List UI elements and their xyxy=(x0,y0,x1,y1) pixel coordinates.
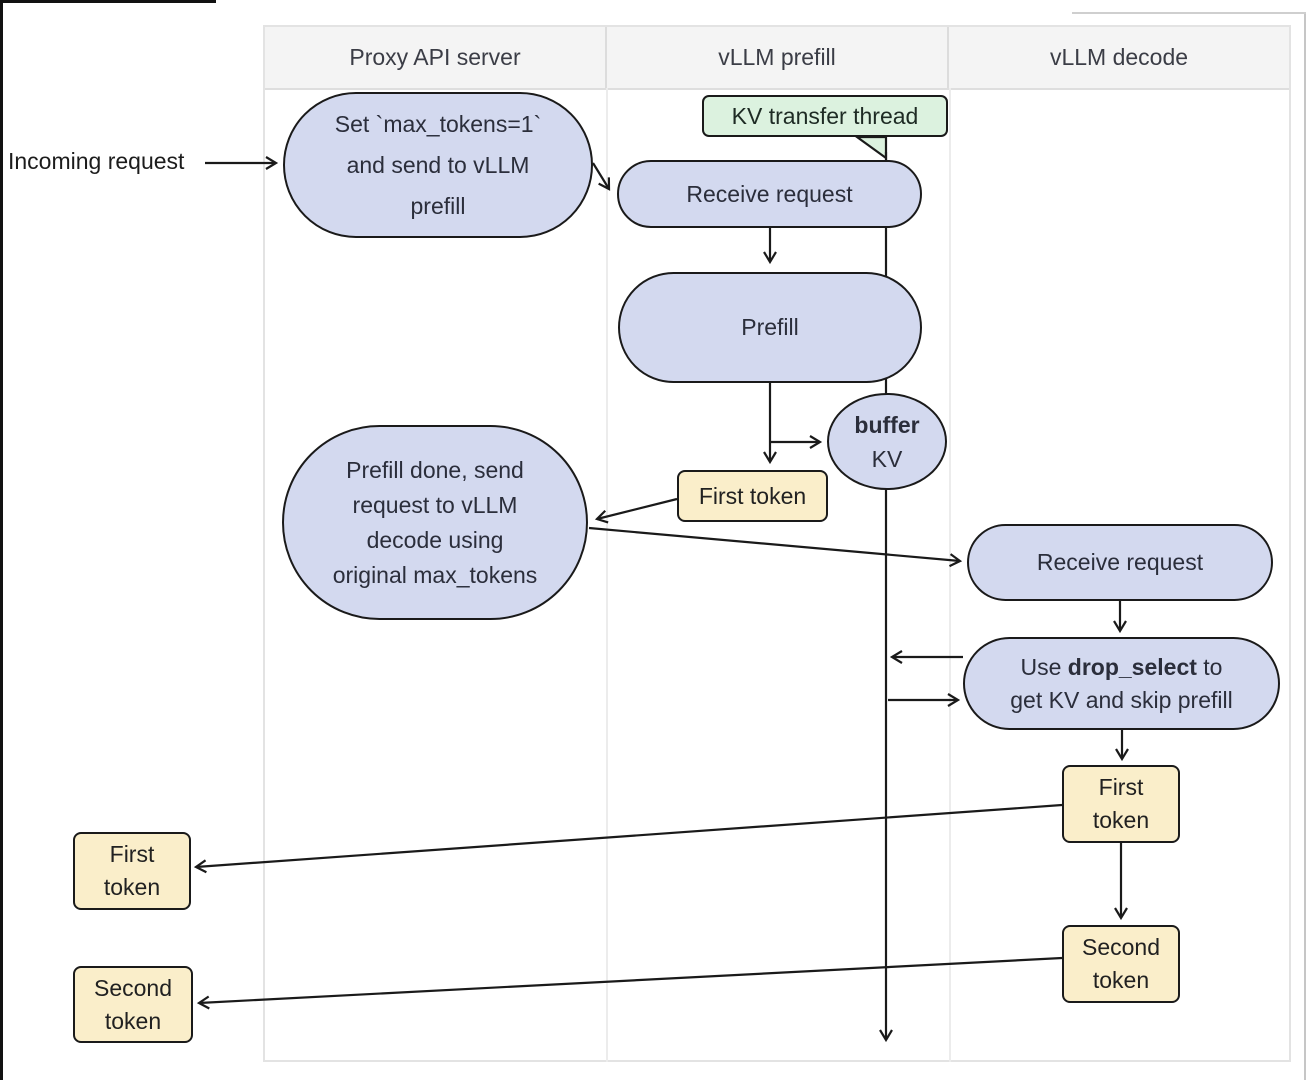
buffer-kv-rest: KV xyxy=(871,445,903,472)
node-set-max-tokens-line2: and send to vLLM xyxy=(346,151,530,178)
node-first-token-prefill: First token xyxy=(677,470,828,522)
buffer-kv-bold: buffer xyxy=(854,411,920,438)
window-border-right xyxy=(1304,12,1306,1080)
first-token-decode-line1: First xyxy=(1098,774,1144,800)
node-first-token-output: First token xyxy=(73,832,191,910)
prefill-done-line4: original max_tokens xyxy=(332,561,538,588)
lane-header-prefill: vLLM prefill xyxy=(607,27,949,88)
node-second-token-output: Second token xyxy=(73,966,193,1043)
drop-select-pre: Use xyxy=(1020,653,1068,680)
arrow-prefill-done-to-receive-decode xyxy=(588,526,963,568)
second-token-decode-line2: token xyxy=(1092,967,1150,993)
drop-select-bold: drop_select xyxy=(1067,653,1197,680)
first-token-prefill-label: First token xyxy=(698,482,807,509)
prefill-label: Prefill xyxy=(741,314,799,340)
node-receive-request-prefill: Receive request xyxy=(617,160,922,228)
window-border-top xyxy=(0,0,216,3)
node-set-max-tokens-line3: prefill xyxy=(410,192,466,219)
node-drop-select: Use drop_select to get KV and skip prefi… xyxy=(963,637,1280,730)
drop-select-line1: Use drop_select to xyxy=(1021,651,1223,684)
prefill-done-line1: Prefill done, send xyxy=(346,456,524,483)
lane-header-decode: vLLM decode xyxy=(1049,44,1189,70)
arrow-first-token-to-prefill-done xyxy=(594,497,678,524)
arrow-first-token-decode-to-out xyxy=(193,803,1063,874)
lane-divider-1 xyxy=(606,88,608,1062)
second-token-output-line1: Second xyxy=(93,974,172,1001)
node-set-max-tokens-line1: Set `max_tokens=1` xyxy=(334,110,542,137)
receive-request-decode-label: Receive request xyxy=(1036,549,1204,575)
prefill-done-line3: decode using xyxy=(366,526,504,553)
lane-divider-2 xyxy=(949,88,951,1062)
drop-select-line2: get KV and skip prefill xyxy=(1010,686,1233,713)
lane-header-proxy: Proxy API server xyxy=(265,27,607,88)
node-first-token-decode: First token xyxy=(1062,765,1180,843)
kv-transfer-thread-label: KV transfer thread xyxy=(731,102,919,129)
prefill-done-line2: request to vLLM xyxy=(352,491,518,518)
node-kv-transfer-thread: KV transfer thread xyxy=(702,95,948,137)
node-set-max-tokens: Set `max_tokens=1` and send to vLLM pref… xyxy=(283,92,593,238)
node-receive-request-decode: Receive request xyxy=(967,524,1273,601)
node-second-token-decode: Second token xyxy=(1062,925,1180,1003)
arrow-proxy-to-receive xyxy=(592,162,611,191)
receive-request-prefill-label: Receive request xyxy=(686,180,853,207)
second-token-decode-line1: Second xyxy=(1081,934,1160,960)
window-border-left xyxy=(0,0,3,1080)
node-prefill: Prefill xyxy=(618,272,922,383)
first-token-output-line2: token xyxy=(103,874,161,900)
node-buffer-kv: buffer KV xyxy=(827,393,947,490)
kv-thread-tail xyxy=(853,135,888,161)
lane-header-row: Proxy API server vLLM prefill vLLM decod… xyxy=(265,27,1289,90)
second-token-output-line2: token xyxy=(104,1007,162,1034)
incoming-request-label: Incoming request xyxy=(8,148,185,174)
node-prefill-done: Prefill done, send request to vLLM decod… xyxy=(282,425,588,620)
first-token-output-line1: First xyxy=(109,841,155,867)
first-token-decode-line2: token xyxy=(1092,807,1150,833)
arrow-second-token-decode-to-out xyxy=(196,956,1063,1010)
window-border-top-right xyxy=(1072,12,1306,14)
drop-select-post: to xyxy=(1196,653,1223,680)
